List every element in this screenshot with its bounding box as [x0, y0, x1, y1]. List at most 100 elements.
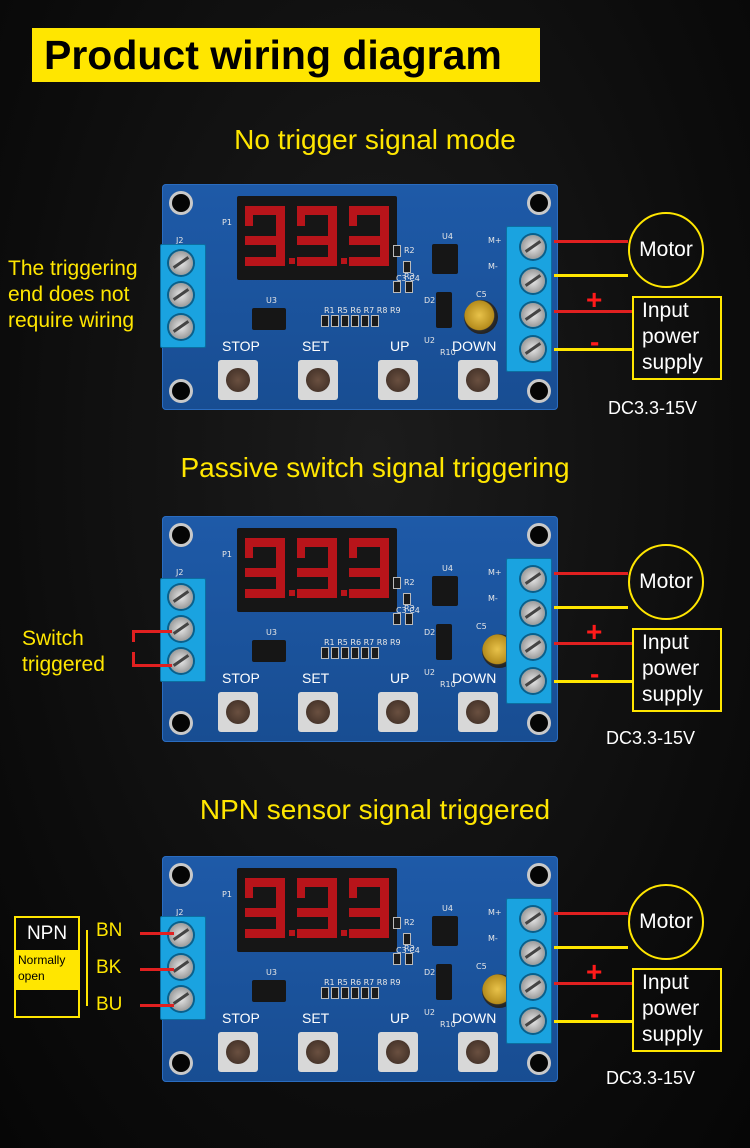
smd-part [362, 316, 368, 326]
smd-part [404, 934, 410, 944]
screw-terminal[interactable] [169, 585, 193, 609]
label-down: DOWN [452, 338, 497, 354]
minus-sign: - [590, 658, 600, 689]
switch-wire-bottom [132, 664, 172, 667]
mount-hole [530, 866, 548, 884]
down-button[interactable] [458, 360, 498, 400]
set-button[interactable] [298, 692, 338, 732]
led-digit [297, 878, 337, 938]
power-line-2: power [642, 325, 700, 348]
up-button[interactable] [378, 692, 418, 732]
silk-j2: J2 [176, 568, 184, 577]
down-button[interactable] [458, 1032, 498, 1072]
screw-terminal[interactable] [521, 975, 545, 999]
led-digit [245, 206, 285, 266]
set-button[interactable] [298, 360, 338, 400]
silk-r2: R2 [404, 246, 415, 255]
label-set: SET [302, 670, 330, 686]
led-dot [341, 258, 347, 264]
smd-part [404, 262, 410, 272]
smd-part [322, 316, 328, 326]
section-heading-no-trigger: No trigger signal mode [234, 124, 516, 155]
smd-part [342, 316, 348, 326]
down-button[interactable] [458, 692, 498, 732]
silk-r10: R10 [440, 680, 456, 689]
screw-terminal[interactable] [169, 283, 193, 307]
smd-part [352, 648, 358, 658]
set-button[interactable] [298, 1032, 338, 1072]
up-button[interactable] [378, 360, 418, 400]
led-dot [289, 258, 295, 264]
switch-wire-top [132, 630, 172, 633]
screw-terminal[interactable] [521, 601, 545, 625]
minus-sign: - [590, 326, 600, 357]
mount-hole [172, 866, 190, 884]
silk-u3: U3 [266, 628, 277, 637]
screw-terminal[interactable] [169, 987, 193, 1011]
power-line-2: power [642, 657, 700, 680]
label-stop: STOP [222, 670, 260, 686]
npn-divider [16, 950, 78, 952]
output-terminal-block [506, 898, 552, 1044]
power-line-3: supply [642, 683, 703, 706]
screw-terminal[interactable] [521, 567, 545, 591]
stop-button[interactable] [218, 692, 258, 732]
power-line-3: supply [642, 1023, 703, 1046]
label-down: DOWN [452, 670, 497, 686]
screw-terminal[interactable] [521, 303, 545, 327]
led-dot [289, 930, 295, 936]
led-display [237, 868, 397, 952]
silk-u3: U3 [266, 296, 277, 305]
silk-c3c4: C3 C4 [396, 274, 420, 283]
plus-sign: + [586, 616, 603, 647]
screw-terminal[interactable] [521, 337, 545, 361]
power-line-1: Input [642, 299, 689, 322]
silk-d2: D2 [424, 968, 436, 977]
stop-button[interactable] [218, 1032, 258, 1072]
screw-terminal[interactable] [521, 907, 545, 931]
led-digit [245, 878, 285, 938]
screw-terminal[interactable] [169, 955, 193, 979]
screw-terminal[interactable] [521, 269, 545, 293]
silk-res-row: R1 R5 R6 R7 R8 R9 [324, 306, 401, 315]
mount-hole [530, 526, 548, 544]
screw-terminal[interactable] [521, 669, 545, 693]
wire-power-plus [554, 982, 632, 985]
screw-terminal[interactable] [169, 617, 193, 641]
mount-hole [172, 1054, 190, 1072]
screw-terminal[interactable] [521, 941, 545, 965]
led-dot [341, 590, 347, 596]
silk-p1: P1 [222, 550, 232, 559]
wire-motor-plus [554, 912, 628, 915]
stop-button[interactable] [218, 360, 258, 400]
wire-power-minus [554, 348, 632, 351]
screw-terminal[interactable] [169, 649, 193, 673]
silk-c5: C5 [476, 622, 487, 631]
relay-board-1: P1 J2 U3 U4 C5 U2 R10 D2 R2 R3 C3 C4 R1 … [162, 184, 558, 410]
up-button[interactable] [378, 1032, 418, 1072]
smd-part [394, 578, 400, 588]
screw-terminal[interactable] [169, 923, 193, 947]
screw-terminal[interactable] [169, 251, 193, 275]
pin-bn: BN [96, 920, 123, 941]
silk-u2: U2 [424, 336, 435, 345]
screw-terminal[interactable] [521, 1009, 545, 1033]
mount-hole [530, 382, 548, 400]
silk-m-minus: M- [488, 594, 498, 603]
screw-terminal[interactable] [169, 315, 193, 339]
smd-part [352, 316, 358, 326]
silk-m-plus: M+ [488, 908, 502, 917]
silk-p1: P1 [222, 218, 232, 227]
smd-part [372, 648, 378, 658]
silk-m-plus: M+ [488, 236, 502, 245]
screw-terminal[interactable] [521, 635, 545, 659]
power-line-3: supply [642, 351, 703, 374]
mount-hole [530, 714, 548, 732]
label-set: SET [302, 1010, 330, 1026]
screw-terminal[interactable] [521, 235, 545, 259]
smd-part [322, 648, 328, 658]
plus-sign: + [586, 956, 603, 987]
led-digit [349, 538, 389, 598]
silk-c3c4: C3 C4 [396, 946, 420, 955]
silk-m-plus: M+ [488, 568, 502, 577]
